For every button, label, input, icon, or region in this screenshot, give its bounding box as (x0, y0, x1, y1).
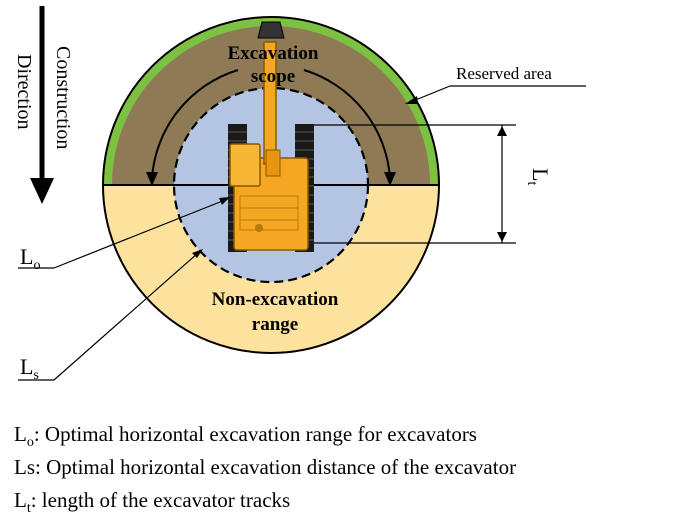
legend-lt: Lt: length of the excavator tracks (14, 490, 290, 516)
excavator-bucket (257, 21, 285, 39)
ls-leader (18, 252, 199, 381)
arc-arrowhead-left (146, 172, 158, 186)
non-excavation-line1: Non-excavation (212, 289, 339, 310)
construction-direction-arrow (30, 6, 54, 204)
excavation-arc-arrows (151, 69, 391, 179)
non-excavation-line2: range (252, 314, 298, 335)
legend-lo-symbol: L (14, 422, 27, 446)
legend-lt-sub: t (26, 501, 31, 517)
legend-lo-sub: o (26, 435, 34, 451)
excavator-cab (229, 143, 261, 187)
excavator (228, 21, 314, 252)
legend-lo-text: : Optimal horizontal excavation range fo… (33, 422, 477, 446)
legend-ls: Ls: Optimal horizontal excavation distan… (14, 457, 516, 483)
excavation-scope-line1: Excavation (228, 43, 319, 64)
reserved-area-label: Reserved area (456, 64, 552, 83)
legend-ls-text: : Optimal horizontal excavation distance… (35, 455, 517, 479)
arc-arrowhead-right (384, 172, 396, 186)
lt-label: Lt (524, 168, 553, 185)
construction-label: Construction (52, 46, 74, 149)
ls-label: Ls (20, 354, 39, 383)
excavation-scope-line2: scope (251, 66, 295, 87)
lo-leader (18, 199, 226, 269)
legend-lo: Lo: Optimal horizontal excavation range … (14, 424, 477, 450)
lt-dimension (314, 124, 516, 244)
legend-lt-symbol: L (14, 488, 27, 512)
excavation-diagram: Construction Direction Excavation scope … (13, 6, 586, 383)
legend-lt-text: : length of the excavator tracks (30, 488, 291, 512)
lo-label: Lo (20, 244, 40, 273)
legend-ls-symbol: Ls (14, 455, 35, 479)
direction-label: Direction (13, 54, 35, 130)
